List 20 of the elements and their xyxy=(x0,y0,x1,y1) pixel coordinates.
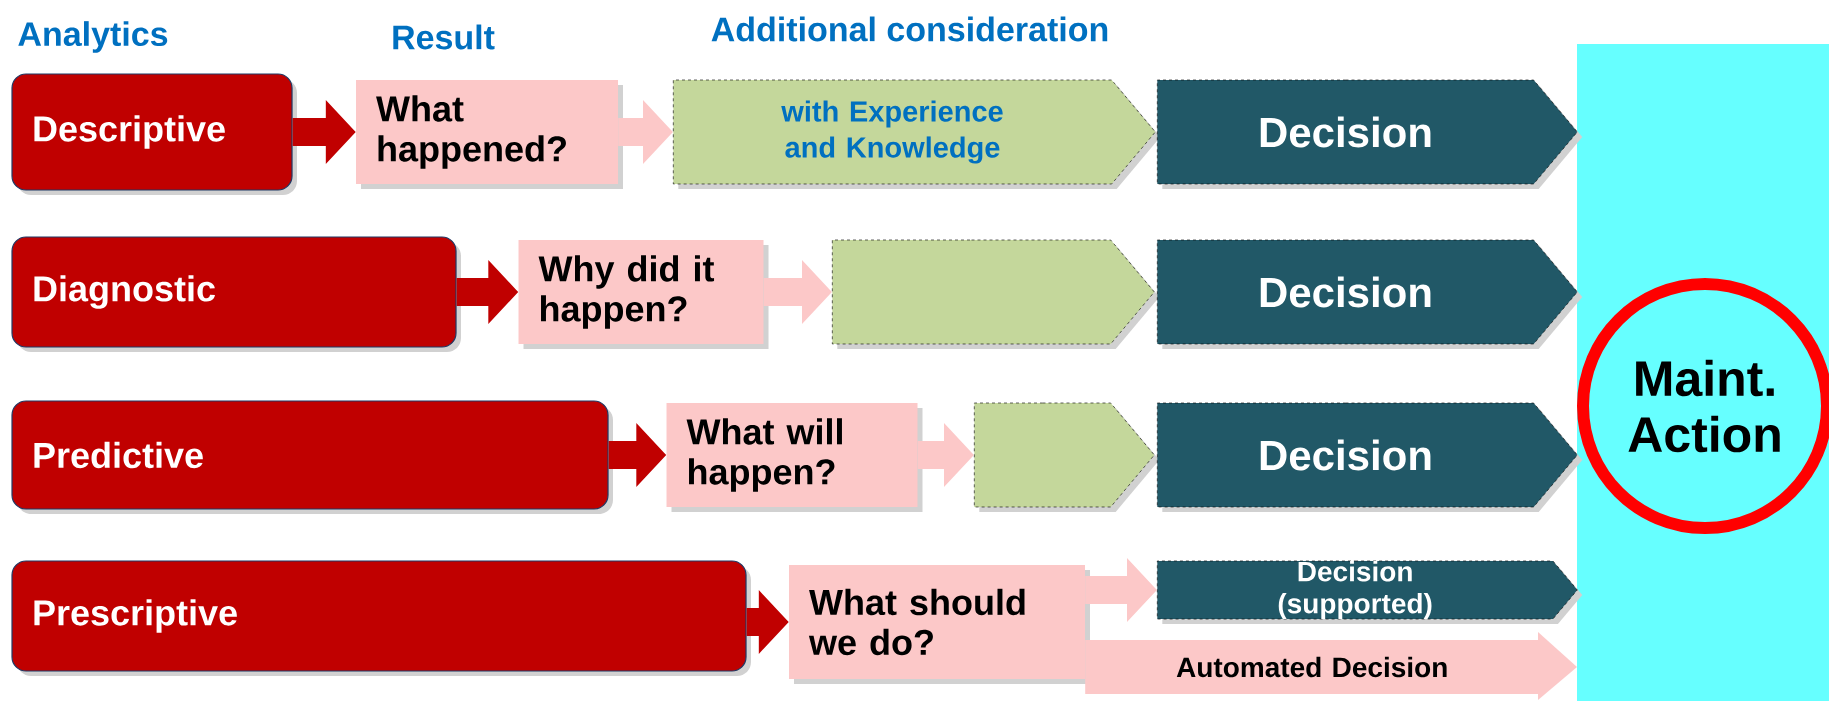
analytics-box: Prescriptive xyxy=(11,560,751,676)
analytics-box: Descriptive xyxy=(11,73,297,195)
result-box: Why did it happen? xyxy=(518,240,769,349)
consideration-pentagon: with Experience and Knowledge xyxy=(673,79,1161,189)
column-heading: Result xyxy=(393,24,495,50)
decision-pentagon: Decision xyxy=(1157,79,1583,189)
result-box: What happened? xyxy=(356,80,623,189)
node-label: Automated Decision xyxy=(1176,656,1447,678)
result-box: What will happen? xyxy=(666,403,923,512)
result-box: What should we do? xyxy=(789,565,1090,684)
analytics-box: Diagnostic xyxy=(11,236,461,352)
node-label: What should we do? xyxy=(808,588,1025,656)
column-heading: Additional consideration xyxy=(711,16,1108,42)
automated-decision-banner: Automated Decision xyxy=(1085,632,1577,700)
decision-pentagon: Decision xyxy=(1157,402,1583,512)
decision-pentagon: Decision (supported) xyxy=(1157,560,1583,625)
analytics-box: Predictive xyxy=(11,400,613,514)
consideration-pentagon xyxy=(832,239,1160,349)
decision-pentagon: Decision xyxy=(1157,239,1583,349)
consideration-pentagon xyxy=(974,402,1160,512)
